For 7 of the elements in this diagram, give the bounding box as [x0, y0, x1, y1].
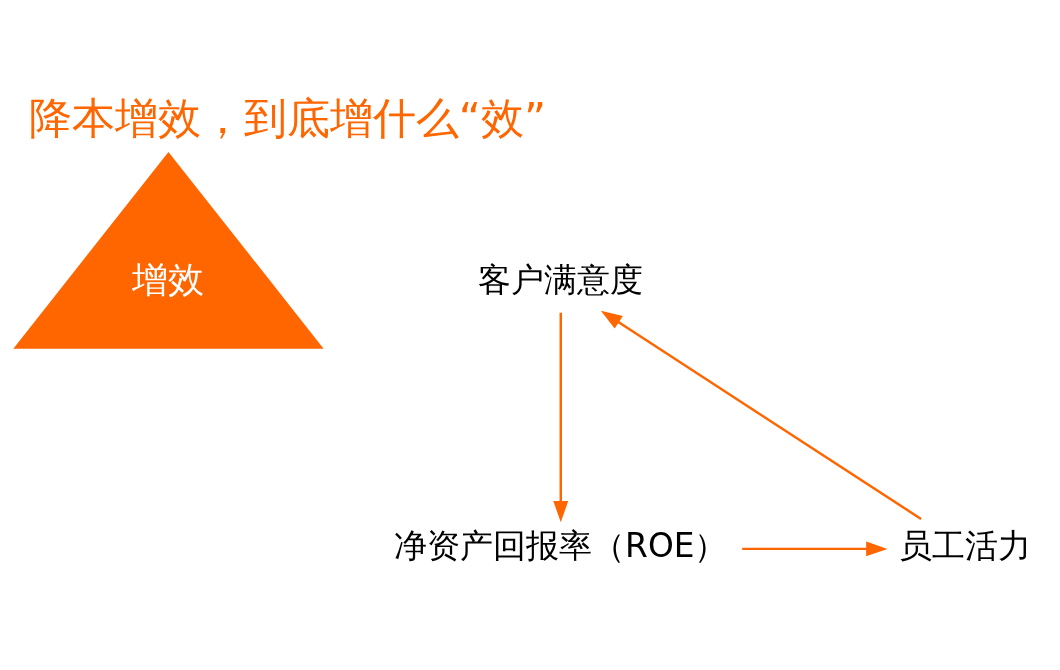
node-text: 客户满意度: [478, 260, 644, 299]
arrow: [742, 540, 888, 556]
node-text: 净资产回报率（ROE）: [394, 526, 728, 565]
node-text: 员工活力: [898, 526, 1031, 565]
arrow: [600, 310, 922, 520]
arrow: [553, 312, 569, 522]
diagram-title: 降本增效，到底增什么“效”: [28, 92, 547, 143]
